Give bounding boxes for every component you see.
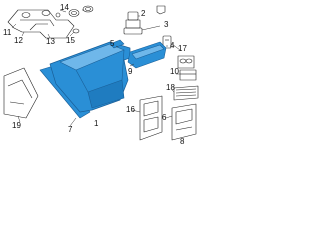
storage-tray [179, 69, 197, 81]
switch-module [162, 35, 172, 49]
right-bracket [156, 5, 166, 15]
callout-16: 16 [126, 105, 135, 114]
upper-trim-bracket [7, 9, 75, 39]
callout-9: 9 [128, 67, 133, 76]
rear-bracket [171, 103, 197, 141]
callout-17: 17 [178, 44, 187, 53]
callout-12: 12 [14, 36, 23, 45]
left-side-trim-panel [3, 67, 39, 119]
leader-lines [11, 9, 181, 127]
grommet-set [68, 5, 94, 34]
callout-13: 13 [46, 37, 55, 46]
callout-6: 6 [162, 113, 167, 122]
console-body [49, 41, 131, 113]
cup-holder-insert [177, 55, 195, 69]
callout-5: 5 [110, 39, 115, 48]
armrest-lid [127, 41, 167, 69]
callout-2: 2 [141, 9, 146, 18]
callout-19: 19 [12, 121, 21, 130]
callout-8: 8 [180, 137, 185, 146]
callout-1: 1 [94, 119, 99, 128]
callout-3: 3 [164, 20, 169, 29]
callout-18: 18 [166, 83, 175, 92]
callout-11: 11 [3, 28, 12, 37]
callout-14: 14 [60, 3, 69, 12]
rear-vent-grille [173, 85, 199, 101]
callout-10: 10 [170, 67, 179, 76]
callout-15: 15 [66, 36, 75, 45]
shift-knob-assembly [123, 11, 143, 35]
parts-diagram [3, 5, 199, 141]
callout-4: 4 [170, 41, 175, 50]
top-bracket [109, 39, 125, 49]
rear-panel [139, 95, 163, 141]
callout-7: 7 [68, 125, 73, 134]
